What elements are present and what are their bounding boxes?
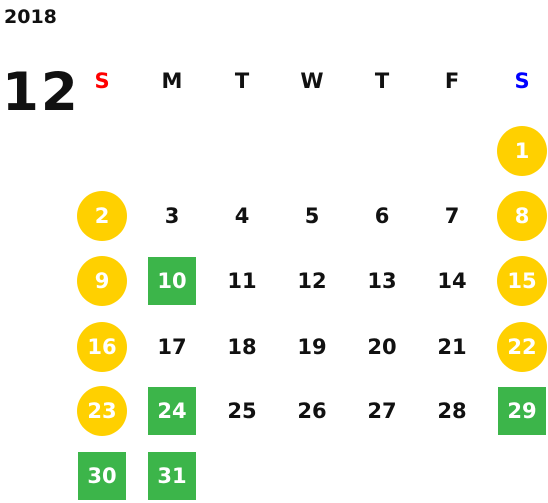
- day-cell: 4: [234, 204, 250, 228]
- day-cell: 21: [437, 335, 467, 359]
- day-cell: 11: [227, 269, 257, 293]
- day-cell: 25: [227, 399, 257, 423]
- day-cell: 24: [148, 387, 196, 435]
- weekday-header-wednesday: W: [300, 69, 324, 93]
- day-cell: 28: [437, 399, 467, 423]
- day-cell: 18: [227, 335, 257, 359]
- day-cell: 3: [164, 204, 180, 228]
- day-cell: 30: [78, 452, 126, 500]
- weekday-header-friday: F: [444, 69, 460, 93]
- day-cell: 9: [77, 256, 127, 306]
- day-cell: 14: [437, 269, 467, 293]
- weekday-header-tuesday: T: [234, 69, 250, 93]
- day-cell: 6: [374, 204, 390, 228]
- weekday-header-thursday: T: [374, 69, 390, 93]
- day-cell: 22: [497, 322, 547, 372]
- day-cell: 31: [148, 452, 196, 500]
- day-cell: 15: [497, 256, 547, 306]
- day-cell: 13: [367, 269, 397, 293]
- day-cell: 8: [497, 191, 547, 241]
- day-cell: 29: [498, 387, 546, 435]
- day-cell: 26: [297, 399, 327, 423]
- day-cell: 19: [297, 335, 327, 359]
- day-cell: 5: [304, 204, 320, 228]
- year-label: 2018: [4, 6, 57, 28]
- weekday-header-sunday: S: [94, 69, 110, 93]
- day-cell: 2: [77, 191, 127, 241]
- day-cell: 23: [77, 386, 127, 436]
- day-cell: 27: [367, 399, 397, 423]
- day-cell: 17: [157, 335, 187, 359]
- day-cell: 7: [444, 204, 460, 228]
- day-cell: 16: [77, 322, 127, 372]
- day-cell: 10: [148, 257, 196, 305]
- day-cell: 1: [497, 126, 547, 176]
- day-cell: 12: [297, 269, 327, 293]
- month-number: 12: [2, 62, 80, 123]
- day-cell: 20: [367, 335, 397, 359]
- weekday-header-monday: M: [161, 69, 183, 93]
- weekday-header-saturday: S: [514, 69, 530, 93]
